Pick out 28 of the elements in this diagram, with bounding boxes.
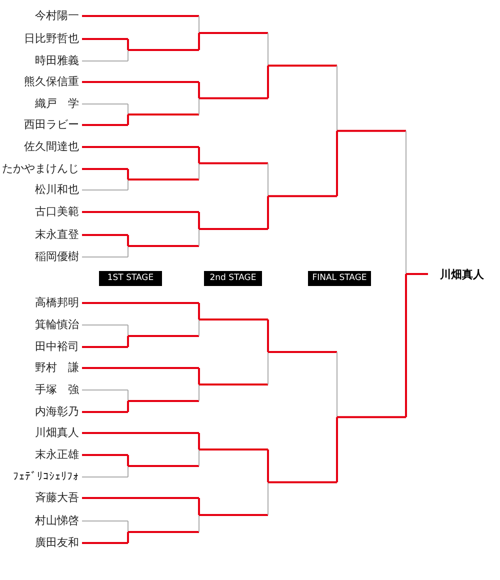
player-name: 佐久間達也	[24, 140, 79, 154]
winner-name: 川畑真人	[440, 268, 484, 282]
stage-label: 1ST STAGE	[99, 271, 162, 286]
player-name: 斉藤大吾	[35, 491, 79, 505]
stage-label: 2nd STAGE	[204, 271, 262, 286]
stage-label: FINAL STAGE	[308, 271, 371, 286]
player-name: 今村陽一	[35, 9, 79, 23]
player-name: 箕輪慎治	[35, 318, 79, 332]
player-name: 織戸 学	[35, 97, 79, 111]
player-name: たかやまけんじ	[2, 162, 79, 176]
player-name: 手塚 強	[35, 383, 79, 397]
player-name: 稲岡優樹	[35, 250, 79, 264]
player-name: 川畑真人	[35, 426, 79, 440]
player-name: 田中裕司	[35, 340, 79, 354]
player-name: 廣田友和	[35, 536, 79, 550]
player-name: 日比野哲也	[24, 32, 79, 46]
player-name: 内海彰乃	[35, 405, 79, 419]
player-name: 末永直登	[35, 228, 79, 242]
player-name: 高橋邦明	[35, 296, 79, 310]
player-name: 末永正雄	[35, 448, 79, 462]
player-name: 古口美範	[35, 205, 79, 219]
player-name: ﾌｪﾃﾞﾘｺｼｪﾘﾌｫ	[13, 470, 79, 484]
player-name: 松川和也	[35, 183, 79, 197]
player-name: 野村 謙	[35, 361, 79, 375]
player-name: 時田雅義	[35, 54, 79, 68]
player-name: 村山悌啓	[35, 514, 79, 528]
player-name: 西田ラビー	[24, 118, 79, 132]
player-name: 熊久保信重	[24, 75, 79, 89]
